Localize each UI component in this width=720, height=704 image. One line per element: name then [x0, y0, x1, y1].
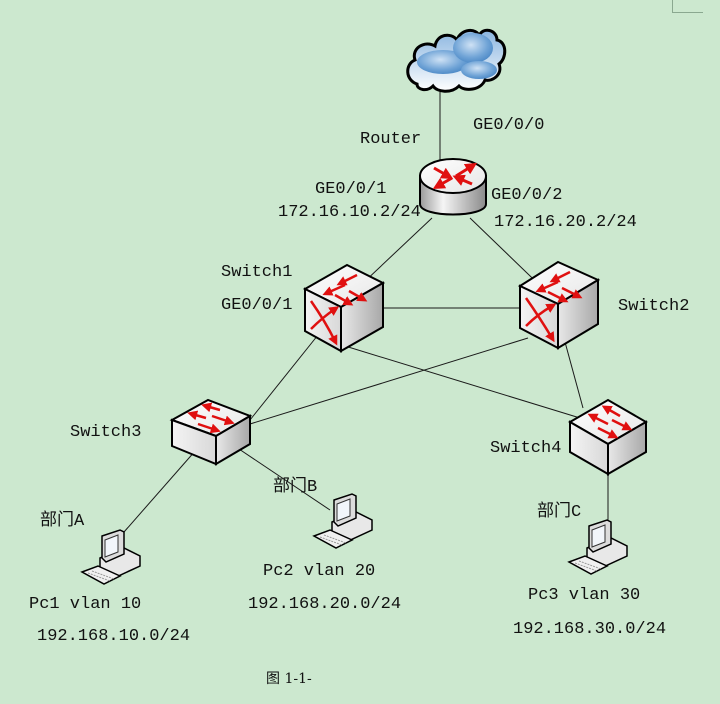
router-port-ge1-ip: 172.16.10.2/24	[278, 203, 421, 222]
page-margin-marker	[672, 0, 703, 13]
router-port-ge1-label: GE0/0/1	[315, 180, 387, 199]
pc1-dept-label: 部门A	[40, 512, 85, 531]
switch3-label: Switch3	[70, 423, 142, 442]
pc1-label: Pc1 vlan 10	[29, 595, 142, 614]
link-switch3-pc1	[123, 449, 197, 533]
link-switch1-switch4	[344, 345, 581, 419]
links-layer	[123, 92, 609, 533]
link-switch1-switch3	[249, 334, 319, 421]
router-port-ge2-ip: 172.16.20.2/24	[494, 213, 637, 232]
pc1-icon	[80, 529, 141, 585]
switch4-icon	[568, 398, 648, 476]
router-icon	[419, 158, 487, 216]
pc2-dept-label: 部门B	[273, 478, 318, 497]
pc3-label: Pc3 vlan 30	[528, 586, 641, 605]
switch2-label: Switch2	[618, 297, 690, 316]
pc3-subnet: 192.168.30.0/24	[513, 620, 667, 639]
switch1-port-label: GE0/0/1	[221, 296, 293, 315]
switch1-label: Switch1	[221, 263, 293, 282]
switch3-icon	[169, 398, 253, 466]
figure-caption: 图 1-1-	[266, 671, 312, 687]
pc3-icon	[567, 519, 628, 575]
switch1-icon	[302, 263, 386, 353]
link-switch2-switch3	[249, 337, 529, 425]
link-switch3-pc2	[235, 446, 331, 511]
switch2-icon	[517, 260, 601, 350]
router-label: Router	[360, 130, 422, 149]
router-port-ge0-label: GE0/0/0	[473, 116, 545, 135]
router-port-ge2-label: GE0/0/2	[491, 186, 563, 205]
pc3-dept-label: 部门C	[537, 503, 582, 522]
cloud-icon	[406, 28, 507, 93]
switch4-label: Switch4	[490, 439, 562, 458]
link-switch2-switch4	[564, 341, 584, 409]
pc2-label: Pc2 vlan 20	[263, 562, 376, 581]
pc2-subnet: 192.168.20.0/24	[248, 595, 402, 614]
pc1-subnet: 192.168.10.0/24	[37, 627, 191, 646]
pc2-icon	[312, 493, 373, 549]
